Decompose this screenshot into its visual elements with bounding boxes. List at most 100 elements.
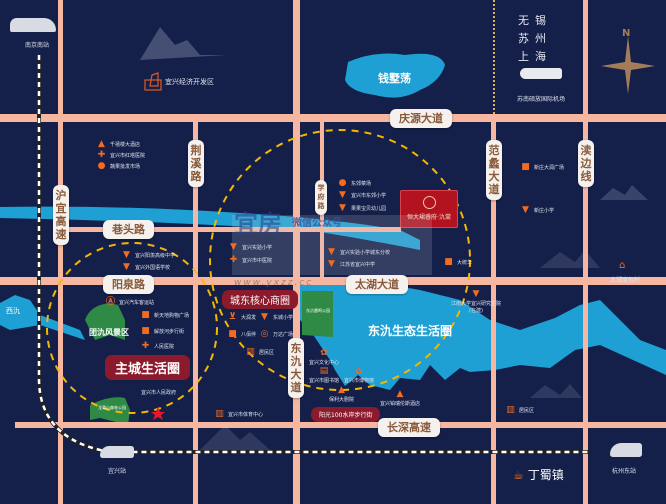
project-logo-icon — [422, 196, 436, 209]
yongshan-park — [90, 397, 130, 425]
poi: ▼宜兴市东郊小学 — [339, 190, 387, 200]
poi: ▼宜兴阳羡高级中学 — [123, 250, 176, 260]
road-label-yangquan: 阳泉路 — [103, 275, 154, 294]
theater-icon: ▲ — [338, 385, 345, 395]
plaza-icon: ◎ — [260, 329, 269, 339]
poi: ▥居民区 — [506, 405, 535, 415]
culture-center-icon: ✿ — [320, 348, 328, 358]
hotel-icon: ▲ — [396, 389, 404, 399]
road-label-qingyuan: 庆源大道 — [390, 109, 452, 128]
mountain-decoration — [600, 185, 648, 200]
dingshu-town: ☕丁蜀镇 — [513, 466, 564, 483]
library-icon: ▤ — [319, 366, 329, 376]
poi: ■解放河步行街 — [141, 326, 185, 336]
station-hangzhou-east: 杭州东站 — [612, 468, 637, 475]
train-icon — [10, 18, 56, 32]
school-icon: ▼ — [123, 250, 130, 260]
road-fanli — [491, 118, 496, 504]
train-icon — [610, 443, 642, 457]
poi: ▼新庄小学 — [522, 205, 555, 215]
poi: ■新庄大润广场 — [521, 162, 565, 172]
shopping-icon: ■ — [444, 257, 453, 267]
school-icon: ▼ — [230, 242, 237, 252]
plane-icon — [520, 68, 562, 79]
dongjiu-park — [302, 291, 333, 337]
watermark-brand: 宜房 — [234, 210, 282, 238]
east-circle — [209, 129, 471, 391]
xijiu-lake — [0, 295, 85, 340]
station-yixing: 宜兴站 — [108, 468, 127, 475]
school-icon: ▼ — [328, 259, 335, 269]
poi: ●东郊菜场 — [338, 178, 372, 188]
road-label-xuefu: 学府路 — [315, 180, 327, 215]
dongjiu-park-label: 东氿雷鸣公园 — [306, 308, 330, 313]
city-suzhou: 苏州 — [518, 32, 552, 45]
road-label-fanli: 范蠡大道 — [486, 140, 502, 200]
resort-icon: ⌂ — [619, 260, 626, 271]
poi: ■八佰伴 — [228, 329, 257, 339]
school-icon: ▼ — [472, 289, 480, 299]
shopping-icon: ■ — [141, 326, 150, 336]
mountain-decoration — [530, 384, 582, 398]
residential-icon: ▥ — [246, 347, 255, 357]
hospital-icon: ✚ — [141, 341, 150, 351]
road-jingxi — [193, 118, 198, 504]
poi: ✚人民医院 — [141, 341, 175, 351]
residential-icon: ▥ — [506, 405, 515, 415]
poi: ▤宜兴市图书馆 — [309, 366, 340, 385]
road-label-xiangtou: 巷头路 — [103, 220, 154, 239]
school-icon: ▼ — [522, 205, 529, 215]
museum-icon: ⌂ — [355, 366, 363, 376]
market-icon: ● — [97, 161, 106, 171]
mountain-decoration — [200, 425, 270, 450]
qianshudang-lake — [345, 53, 445, 98]
train-icon — [100, 446, 134, 458]
watermark-text: 微信公众号 — [292, 218, 342, 229]
compass-north: N — [622, 28, 631, 39]
road-label-huyi: 沪宜高速 — [53, 185, 69, 245]
zone-east-core: 城东核心商圈 — [222, 290, 298, 309]
station-nanjing-south: 南京南站 — [25, 42, 50, 49]
government-star-icon — [151, 407, 165, 420]
shopping-icon: ■ — [141, 310, 150, 320]
poi: ▲宜兴铂瑞伦斯酒店 — [380, 389, 421, 408]
shopping-icon: ■ — [228, 329, 237, 339]
road-label-taihu: 太湖大道 — [346, 275, 408, 294]
watermark: 宜房 微信公众号 www.yxzz.cc — [232, 210, 432, 288]
poi: ▲保利大剧院 — [329, 385, 355, 404]
watermark-site: www.yxzz.cc — [234, 278, 314, 288]
hotel-icon: ▲ — [98, 139, 105, 149]
lake-xijiu: 西氿 — [6, 307, 20, 315]
market-icon: ● — [338, 178, 347, 188]
poi: ▼宜兴实验小学 — [230, 242, 273, 252]
bus-station-icon: Ⓐ — [106, 297, 116, 307]
school-icon: ▼ — [339, 203, 346, 213]
school-icon: ▼ — [123, 262, 130, 272]
stadium-icon: ▥ — [215, 409, 224, 419]
building-icon-base — [144, 79, 162, 91]
poi: ▼江南大学宜兴研究生院(在建) — [451, 289, 502, 315]
poi: ▼果果宝贝幼儿园 — [339, 203, 387, 213]
econ-zone-label: 宜兴经济开发区 — [165, 78, 214, 86]
school-icon: ▼ — [339, 190, 346, 200]
city-wuxi: 无锡 — [518, 14, 552, 27]
main-city-circle — [46, 242, 218, 414]
airport-label: 苏南硕放国际机场 — [517, 96, 566, 103]
poi: ■大统华 — [444, 257, 473, 267]
poi: ⊻大润发 — [228, 312, 257, 322]
shopping-icon: ■ — [521, 162, 530, 172]
poi: ✚宜兴市中医院 — [229, 255, 273, 265]
mountain-decoration — [140, 27, 227, 60]
school-icon: ▼ — [261, 312, 268, 322]
project-marker[interactable]: 恒大珺睿府·氿棠 — [400, 190, 458, 228]
road-dubian — [583, 0, 588, 504]
yongshan-park-label: 龙背山森林公园 — [98, 405, 126, 410]
school-icon: ▼ — [328, 247, 335, 257]
lake-qianshudang: 钱墅荡 — [378, 72, 411, 85]
zone-sunshine: 阳光100水岸步行街 — [311, 407, 381, 422]
poi: ▥宜兴市体育中心 — [215, 409, 264, 419]
tuanjiu-label: 团氿风景区 — [89, 328, 129, 337]
road-label-dubian: 渎边线 — [578, 140, 594, 187]
road-label-changshen: 长深高速 — [378, 418, 440, 437]
